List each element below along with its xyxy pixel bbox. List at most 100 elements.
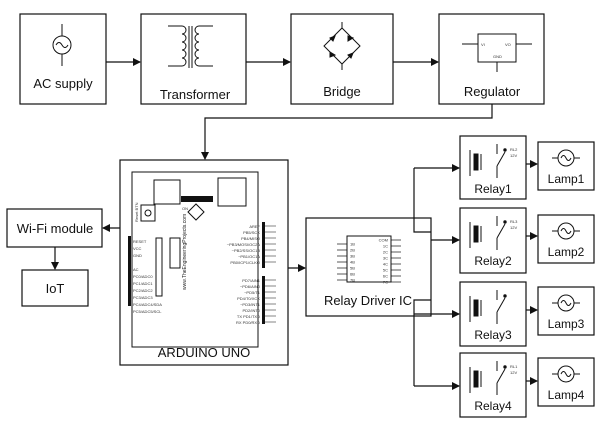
driver-right-pin-label: COM xyxy=(379,238,388,243)
relay2-block xyxy=(459,207,527,274)
arduino-left-pin-label: PC4/ADC4/SDA xyxy=(133,302,162,307)
relay-label: Relay3 xyxy=(474,328,512,342)
driver-left-pin-label: 5B xyxy=(350,266,355,271)
relay-coil-label: RL3 xyxy=(510,219,518,224)
relay-coil-label: RL1 xyxy=(510,364,518,369)
regulator-ic-icon: VI VO GND xyxy=(462,33,532,72)
arduino-left-pin-label: GND xyxy=(133,253,142,258)
transformer-label: Transformer xyxy=(160,87,231,102)
relay-label: Relay4 xyxy=(474,399,512,413)
arduino-right-pin-label: PB5/SCK xyxy=(243,230,260,235)
arduino-left-pin-label: VCC xyxy=(133,246,142,251)
arduino-right-pin-labels-top: AREFPB5/SCKPB4/MISO~PB3/MOSI/OC2A~PB2/SS… xyxy=(227,224,261,265)
bridge-block xyxy=(290,13,394,105)
relay-label: Relay1 xyxy=(474,182,512,196)
driver-left-pin-label: 7B xyxy=(350,278,355,283)
arduino-right-pin-label: ~PB2/SS/OC1B xyxy=(232,248,261,253)
driver-right-pin-label: 1C xyxy=(383,244,388,249)
driver-right-pin-label: 5C xyxy=(383,268,388,273)
arduino-left-pin-label: PC0/ADC0 xyxy=(133,274,153,279)
arduino-left-pin-label: PC1/ADC1 xyxy=(133,281,153,286)
relay4-block xyxy=(459,352,527,418)
arduino-right-pin-label: TX PD1/TXD xyxy=(237,314,260,319)
driver-left-pin-label: 2B xyxy=(350,248,355,253)
arduino-left-pin-labels: RESET VCC GND AC PC0/ADC0PC1/ADC1PC2/ADC2PC3… xyxy=(133,239,162,314)
lamp-bulb-icon xyxy=(552,294,580,312)
relay3-block xyxy=(459,281,527,347)
lamp-label: Lamp2 xyxy=(548,245,585,259)
arduino-right-pin-label: PD2/INT0 xyxy=(242,308,260,313)
lamp-bulb-icon xyxy=(552,365,580,383)
relay-voltage-label: 12V xyxy=(510,370,517,375)
driver-left-pin-label: 3B xyxy=(350,254,355,259)
arduino-block xyxy=(119,159,289,366)
relay-coil-label: RL2 xyxy=(510,147,518,152)
arduino-left-pin-label: PC2/ADC2 xyxy=(133,288,153,293)
arrow-regulator-arduino xyxy=(201,104,493,160)
arduino-reset-btn-label: Reset BTN xyxy=(134,202,139,222)
arduino-right-pin-label: PD4/T0/XCK xyxy=(237,296,260,301)
arduino-on-label: ON xyxy=(182,206,188,211)
transformer-block xyxy=(140,13,247,105)
driver-bus-bottom xyxy=(413,299,431,386)
arduino-right-pin-label: AREF xyxy=(249,224,260,229)
driver-right-pin-label: 2C xyxy=(383,250,388,255)
driver-left-pin-label: 1B xyxy=(350,242,355,247)
arduino-right-pin-label: ~PB3/MOSI/OC2A xyxy=(227,242,261,247)
arduino-left-pin-label: PC3/ADC3 xyxy=(133,295,153,300)
arduino-right-pin-label: PB4/MISO xyxy=(241,236,260,241)
lamp-bulb-icon xyxy=(552,222,580,240)
regulator-label: Regulator xyxy=(464,84,521,99)
arduino-watermark: www.TheEngineeringProjects.com xyxy=(182,214,188,290)
arduino-right-pin-label: ~PD6/AIN0 xyxy=(240,284,261,289)
ac-supply-block xyxy=(19,13,107,105)
regulator-gnd-label: GND xyxy=(493,54,502,59)
arduino-label: ARDUINO UNO xyxy=(158,345,250,360)
lamp-label: Lamp1 xyxy=(548,172,585,186)
lamp2-block xyxy=(537,214,595,264)
arduino-right-pin-label: ~PD5/T1 xyxy=(244,290,261,295)
regulator-vo-label: VO xyxy=(505,42,511,47)
arduino-right-pin-label: PB0/ICP1/CLKO xyxy=(230,260,260,265)
relay1-block xyxy=(459,135,527,200)
ac-source-icon xyxy=(52,24,72,66)
arduino-right-pin-label: ~PD3/INT1 xyxy=(240,302,261,307)
arduino-left-pin-label: AC xyxy=(133,267,139,272)
iot-block xyxy=(21,269,89,307)
driver-right-pin-label: 6C xyxy=(383,274,388,279)
arduino-left-pin-label: RESET xyxy=(133,239,147,244)
ac-supply-label: AC supply xyxy=(33,76,93,91)
bridge-rectifier-icon xyxy=(323,22,361,70)
driver-right-pin-label: 7C xyxy=(383,280,388,285)
lamp3-block xyxy=(537,286,595,336)
lamp4-block xyxy=(537,357,595,407)
bridge-label: Bridge xyxy=(323,84,361,99)
transformer-icon xyxy=(168,25,213,68)
lamp-label: Lamp3 xyxy=(548,317,585,331)
driver-left-pin-label: 6B xyxy=(350,272,355,277)
relay-driver-label: Relay Driver IC xyxy=(324,293,412,308)
arduino-board-icon: www.TheEngineeringProjects.com Reset BTN… xyxy=(128,171,276,348)
driver-bus-top xyxy=(413,168,431,233)
regulator-vi-label: VI xyxy=(481,42,485,47)
lamp1-block xyxy=(537,141,595,191)
arduino-right-pin-label: PD7/AIN1 xyxy=(242,278,261,283)
lamp-bulb-icon xyxy=(552,149,580,167)
relay-driver-block xyxy=(305,217,432,317)
relay-switch-icon xyxy=(469,290,507,324)
lamp-label: Lamp4 xyxy=(548,388,585,402)
arduino-right-pin-label: RX PD0/RXD xyxy=(236,320,260,325)
arduino-right-pin-label: ~PB1/OC1A xyxy=(238,254,260,259)
iot-label: IoT xyxy=(46,281,65,296)
arduino-right-pin-labels-bottom: PD7/AIN1~PD6/AIN0~PD5/T1PD4/T0/XCK~PD3/I… xyxy=(236,278,261,325)
relay-voltage-label: 12V xyxy=(510,225,517,230)
relay-voltage-label: 12V xyxy=(510,153,517,158)
wifi-module-label: Wi-Fi module xyxy=(17,221,94,236)
driver-left-pin-label: 4B xyxy=(350,260,355,265)
relay-label: Relay2 xyxy=(474,254,512,268)
